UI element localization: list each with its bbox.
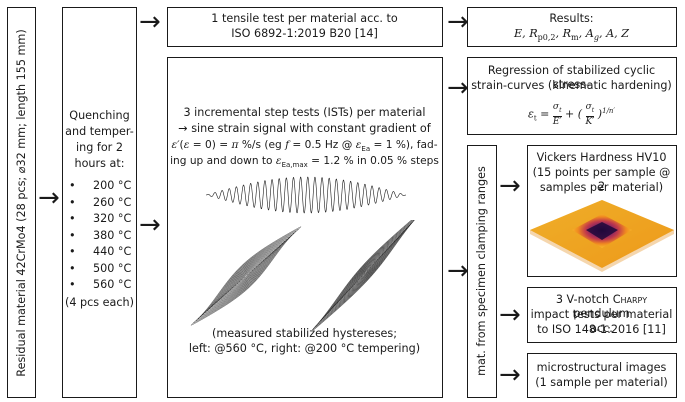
temp-item: 500 °C: [67, 261, 131, 278]
mat-box: mat. from specimen clamping ranges: [467, 145, 497, 398]
temp-item: 440 °C: [67, 244, 131, 261]
ist-caption1: (measured stabilized hystereses;: [211, 327, 398, 340]
results-box: Results: E, Rp0,2, Rm, Ag, A, Z: [467, 7, 677, 47]
arrow-to-quench: →: [38, 183, 60, 213]
micro-box: microstructural images (1 sample per mat…: [527, 353, 677, 398]
micro-line1: microstructural images: [536, 361, 667, 374]
hysteresis-loop: [363, 269, 369, 275]
arrow-to-results: →: [447, 7, 469, 37]
tensile-box: 1 tensile test per material acc. to ISO …: [167, 7, 443, 47]
quench-line1: Quenching: [69, 109, 130, 122]
ist-caption2: left: @560 °C, right: @200 °C tempering): [188, 342, 421, 355]
arrow-to-micro: →: [499, 360, 521, 390]
ist-line4: ing up and down to εEa,max = 1.2 % in 0.…: [170, 155, 439, 170]
sine-strain-signal: [206, 176, 406, 214]
arrow-to-tensile: →: [139, 7, 161, 37]
hysteresis-loop: [243, 273, 249, 279]
regression-formula: εt = σt E′ + ( σt K′ )1/n′: [527, 102, 616, 127]
temp-item: 380 °C: [67, 228, 131, 245]
vickers-box: Vickers Hardness HV10 (15 points per sam…: [527, 145, 677, 277]
arrow-to-mat: →: [447, 256, 469, 286]
hysteresis-loop: [241, 271, 251, 281]
arrow-to-charpy: →: [499, 300, 521, 330]
hysteresis-loop: [311, 220, 415, 330]
material-box: Residual material 42CrMo4 (28 pcs; ⌀32 m…: [7, 7, 36, 398]
vickers-line3: samples per material): [539, 181, 664, 194]
regression-box: Regression of stabilized cyclic stress- …: [467, 57, 677, 135]
arrow-to-regression: →: [447, 73, 469, 103]
quench-box: Quenching and temper- ing for 2 hours at…: [62, 7, 137, 398]
results-title: Results:: [549, 12, 594, 25]
temperature-list: 200 °C 260 °C 320 °C 380 °C 440 °C 500 °…: [67, 178, 131, 294]
ist-line3: ε′(ε = 0) = π %/s (eg f = 0.5 Hz @ εEa =…: [171, 139, 438, 154]
regression-line2: strain-curves (kinematic hardening): [471, 79, 672, 92]
charpy-line2: impact tests per material acc.: [530, 308, 673, 335]
vickers-line2: (15 points per sample @ 2: [532, 166, 671, 193]
material-label: Residual material 42CrMo4 (28 pcs; ⌀32 m…: [15, 29, 28, 377]
charpy-box: 3 V-notch Charpy pendulum impact tests p…: [527, 287, 677, 343]
quench-line4: hours at:: [74, 157, 125, 170]
quench-line2: and temper-: [65, 125, 134, 138]
temp-item: 260 °C: [67, 195, 131, 212]
results-symbols: E, Rp0,2, Rm, Ag, A, Z: [513, 27, 630, 43]
charpy-line3: to ISO 148-1:2016 [11]: [537, 323, 666, 336]
hardness-indent-image: [530, 200, 674, 272]
hysteresis-loop: [311, 220, 415, 330]
tensile-line1: 1 tensile test per material acc. to: [211, 12, 398, 25]
mat-label: mat. from specimen clamping ranges: [475, 166, 488, 376]
temp-item: 320 °C: [67, 211, 131, 228]
temp-item: 560 °C: [67, 277, 131, 294]
ist-line2: → sine strain signal with constant gradi…: [178, 122, 431, 135]
temp-item: 200 °C: [67, 178, 131, 195]
vickers-line1: Vickers Hardness HV10: [536, 151, 667, 164]
tensile-line2: ISO 6892-1:2019 B20 [14]: [231, 27, 378, 40]
ist-line1: 3 incremental step tests (ISTs) per mate…: [183, 106, 426, 119]
arrow-to-vickers: →: [499, 171, 521, 201]
hysteresis-plots: [190, 220, 415, 330]
regression-line1: Regression of stabilized cyclic stress-: [487, 64, 656, 91]
micro-line2: (1 sample per material): [535, 376, 668, 389]
hysteresis-loop: [190, 226, 302, 326]
quench-line3: ing for 2: [76, 141, 123, 154]
arrow-to-ist: →: [139, 210, 161, 240]
quench-pcs: (4 pcs each): [64, 296, 135, 309]
charpy-line1: 3 V-notch Charpy pendulum: [555, 293, 648, 320]
ist-box: 3 incremental step tests (ISTs) per mate…: [167, 57, 443, 398]
